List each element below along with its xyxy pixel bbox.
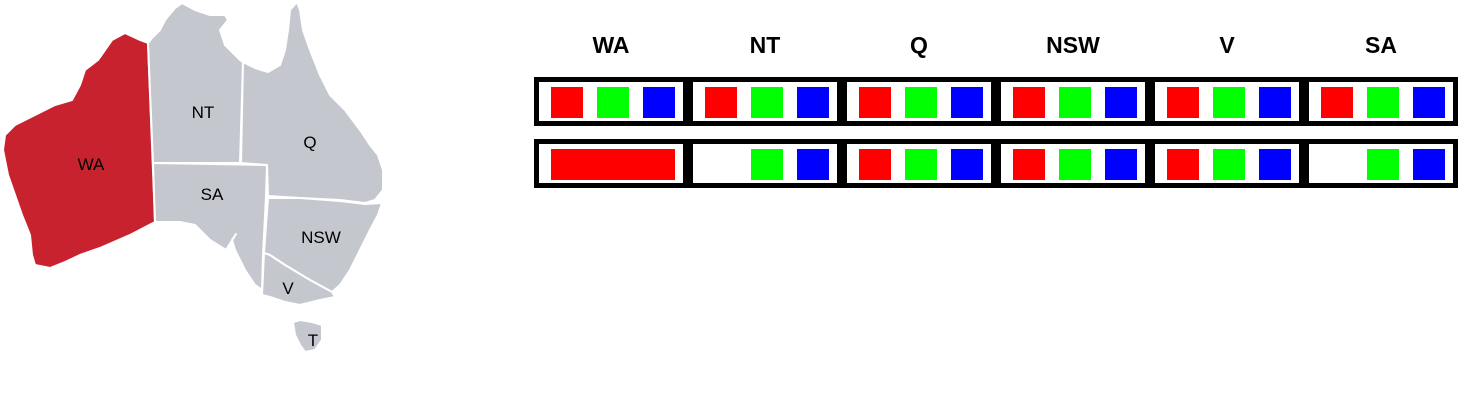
region-NT[interactable] <box>147 2 244 164</box>
value-red <box>551 87 583 118</box>
label-NT: NT <box>192 103 215 122</box>
header-NT: NT <box>749 32 781 58</box>
value-blue <box>643 87 675 118</box>
value-blue <box>1413 149 1445 180</box>
value-blue <box>951 87 983 118</box>
australia-map: WA NT Q SA NSW V T <box>2 1 384 353</box>
value-red <box>705 87 737 118</box>
value-red <box>1013 87 1045 118</box>
domain-row-initial <box>534 77 1458 126</box>
value-green <box>1059 149 1091 180</box>
domain-cell-Q <box>842 139 996 188</box>
domain-cell-Q <box>842 77 996 126</box>
region-SA[interactable] <box>152 162 268 291</box>
value-blue <box>1413 87 1445 118</box>
value-blue <box>951 149 983 180</box>
value-green <box>1059 87 1091 118</box>
value-green <box>905 87 937 118</box>
label-T: T <box>308 331 318 350</box>
value-green <box>751 87 783 118</box>
value-red <box>1167 87 1199 118</box>
header-WA: WA <box>592 32 630 58</box>
header-Q: Q <box>910 32 928 58</box>
label-V: V <box>282 279 294 298</box>
label-WA: WA <box>78 155 105 174</box>
domain-cell-SA <box>1304 77 1458 126</box>
value-green <box>751 149 783 180</box>
value-red <box>1167 149 1199 180</box>
value-green <box>1213 87 1245 118</box>
value-blue <box>1259 149 1291 180</box>
domain-cell-WA <box>534 77 688 126</box>
domain-cell-V <box>1150 77 1304 126</box>
label-Q: Q <box>303 133 316 152</box>
domain-cell-SA <box>1304 139 1458 188</box>
header-V: V <box>1219 32 1235 58</box>
value-red <box>1321 87 1353 118</box>
value-blue <box>797 87 829 118</box>
value-red-assigned <box>551 149 675 180</box>
header-NSW: NSW <box>1046 32 1100 58</box>
domain-cell-V <box>1150 139 1304 188</box>
value-blue <box>1105 87 1137 118</box>
domain-cell-NT <box>688 139 842 188</box>
region-T[interactable] <box>292 319 323 353</box>
value-green <box>1367 87 1399 118</box>
domain-cell-WA <box>534 139 688 188</box>
value-green <box>1213 149 1245 180</box>
domain-cell-NSW <box>996 77 1150 126</box>
value-green <box>597 87 629 118</box>
value-red <box>859 87 891 118</box>
domain-cell-NT <box>688 77 842 126</box>
region-WA[interactable] <box>2 32 156 269</box>
value-green <box>1367 149 1399 180</box>
value-blue <box>797 149 829 180</box>
header-SA: SA <box>1365 32 1397 58</box>
value-blue <box>1105 149 1137 180</box>
label-NSW: NSW <box>301 228 341 247</box>
value-green <box>905 149 937 180</box>
value-red <box>1013 149 1045 180</box>
region-V[interactable] <box>261 252 336 306</box>
value-blue <box>1259 87 1291 118</box>
label-SA: SA <box>201 185 224 204</box>
domain-cell-NSW <box>996 139 1150 188</box>
value-red <box>859 149 891 180</box>
domain-row-after-assignment <box>534 139 1458 188</box>
